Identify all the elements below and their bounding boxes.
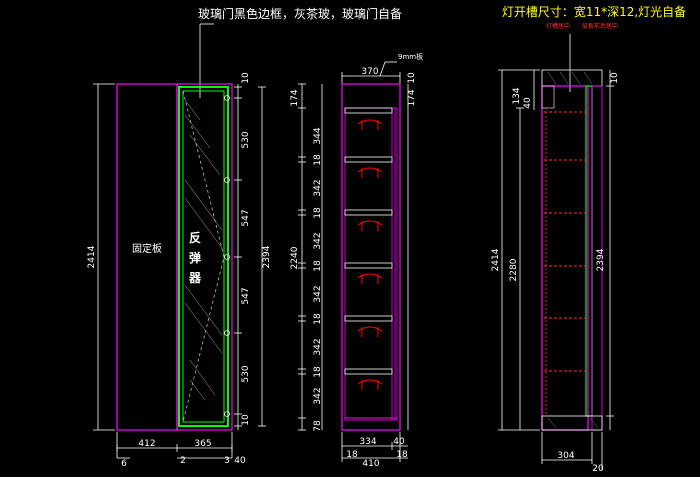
- front-small-dim-6: 6: [121, 459, 127, 469]
- section-dim-0: 174: [290, 89, 300, 106]
- fixed-panel: [116, 83, 178, 431]
- shelf-centered-note: 层板前后居中: [582, 22, 618, 30]
- glass-door-note: 玻璃门黑色边框，灰茶玻，玻璃门自备: [198, 6, 402, 21]
- board-9mm-label: 9mm板: [398, 52, 423, 61]
- side-base: [541, 415, 603, 431]
- side-right-top: 10: [610, 72, 620, 84]
- front-small-dim-3: 3: [224, 456, 230, 466]
- rebounder-label-2: 弹: [189, 250, 201, 265]
- light-slot-centered-note: 灯槽居中: [546, 22, 570, 30]
- section-dim-10: 18: [313, 366, 323, 378]
- section-bottom-total: 410: [362, 459, 379, 469]
- side-bottom-width: 304: [557, 451, 574, 461]
- shelf: [344, 107, 393, 114]
- hinge-markers: [224, 95, 230, 417]
- section-dim-4: 18: [313, 207, 323, 219]
- shelf: [344, 262, 393, 269]
- shelf: [344, 368, 393, 375]
- section-right-first: 174: [407, 89, 417, 106]
- section-bottom-40: 40: [393, 437, 405, 447]
- fixed-panel-label: 固定板: [132, 242, 162, 255]
- section-dim-9: 342: [313, 338, 323, 355]
- section-dim-1: 344: [313, 127, 323, 144]
- shelf-brackets: [357, 119, 383, 390]
- section-shelves: [344, 107, 393, 375]
- side-shelves: [544, 111, 586, 372]
- front-fixed-width: 412: [138, 439, 155, 449]
- side-right-total: 2394: [596, 248, 606, 271]
- front-overall-height: 2414: [87, 245, 97, 268]
- side-view: 2414 2280 134 40: [491, 69, 620, 474]
- glass-hatch: [184, 99, 223, 401]
- section-inner: [344, 107, 398, 421]
- section-total-height: 2240: [290, 246, 300, 269]
- rebounder-label-1: 反: [189, 230, 201, 245]
- section-dim-3: 342: [313, 179, 323, 196]
- side-top-40: 40: [523, 97, 533, 109]
- section-bottom-334: 334: [359, 437, 376, 447]
- rebounder-label-3: 器: [188, 271, 202, 285]
- door-dim-3: 547: [241, 287, 251, 304]
- front-view: 2414 固定板: [87, 72, 272, 469]
- front-small-dim-40: 40: [234, 456, 246, 466]
- shelf: [344, 315, 393, 322]
- side-cabinet: [541, 85, 589, 431]
- shelf: [344, 209, 393, 216]
- section-right-top: 10: [407, 72, 417, 84]
- door-dim-4: 530: [241, 365, 251, 382]
- door-dim-top: 10: [241, 72, 251, 84]
- glass-door-frame: [178, 86, 229, 427]
- section-dim-12: 78: [313, 420, 323, 432]
- section-view: 174 344 18 342 18 342 18 342 18 342 18 3…: [290, 52, 423, 469]
- shelf: [344, 156, 393, 163]
- front-door-width: 365: [194, 439, 211, 449]
- section-cabinet: [341, 83, 401, 431]
- door-swing-lines: [182, 90, 225, 423]
- side-top-134: 134: [512, 87, 522, 104]
- section-dim-2: 18: [313, 154, 323, 166]
- door-outline: [176, 83, 233, 431]
- section-dim-6: 18: [313, 260, 323, 272]
- side-overall-height: 2414: [491, 248, 501, 271]
- side-inner-height: 2280: [509, 258, 519, 281]
- section-dim-7: 342: [313, 285, 323, 302]
- section-bottom-18-left: 18: [346, 450, 358, 460]
- section-bottom-18-right: 18: [396, 450, 408, 460]
- side-door-frame: [585, 85, 593, 417]
- section-dim-11: 342: [313, 387, 323, 404]
- section-top-width: 370: [361, 67, 378, 77]
- door-dim-bottom: 10: [241, 414, 251, 426]
- front-small-dim-2: 2: [180, 456, 186, 466]
- light-slot-note: 灯开槽尺寸：宽11*深12,灯光自备: [502, 4, 686, 19]
- section-dim-8: 18: [313, 313, 323, 325]
- door-dim-1: 530: [241, 131, 251, 148]
- section-dim-5: 342: [313, 232, 323, 249]
- side-bottom-20: 20: [592, 464, 604, 474]
- door-total-height: 2394: [262, 245, 272, 268]
- door-dim-2: 547: [241, 209, 251, 226]
